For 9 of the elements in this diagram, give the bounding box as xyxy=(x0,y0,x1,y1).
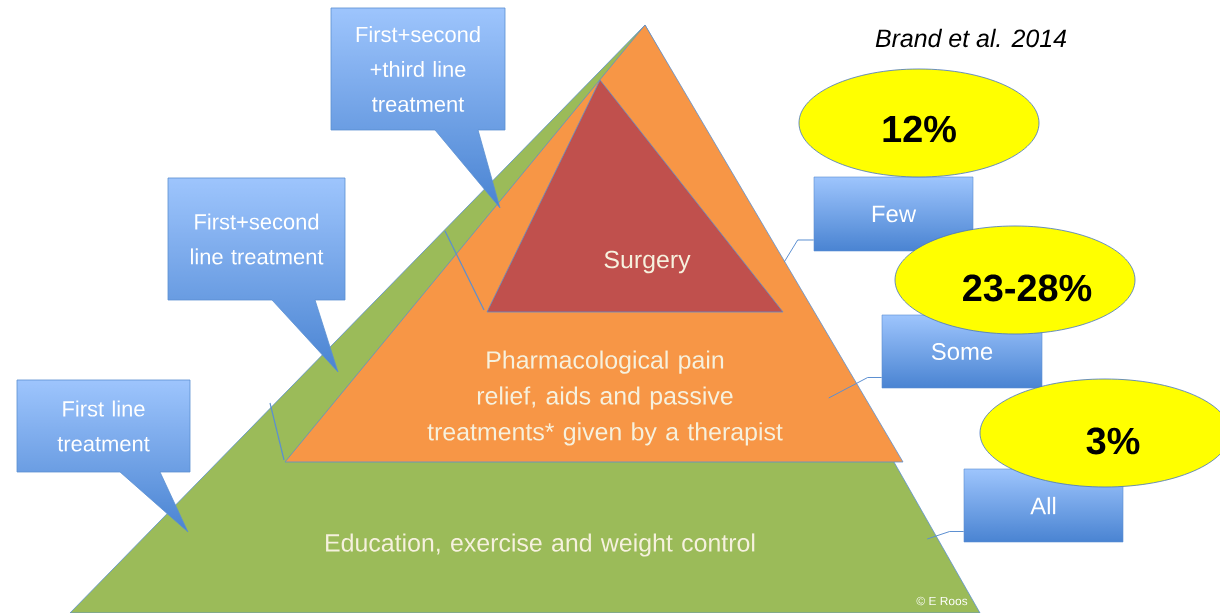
pyramid-layer: Surgery xyxy=(486,79,784,313)
copyright-note: © E Roos xyxy=(916,596,968,606)
leader-line xyxy=(783,239,815,263)
callout-box: First+second +third line treatment xyxy=(330,7,506,209)
callout-box: First line treatment xyxy=(16,379,191,533)
label-box: Few xyxy=(813,176,974,252)
callout-box: First+second line treatment xyxy=(167,177,346,373)
leader-line xyxy=(926,531,965,540)
leader-line xyxy=(828,377,883,399)
